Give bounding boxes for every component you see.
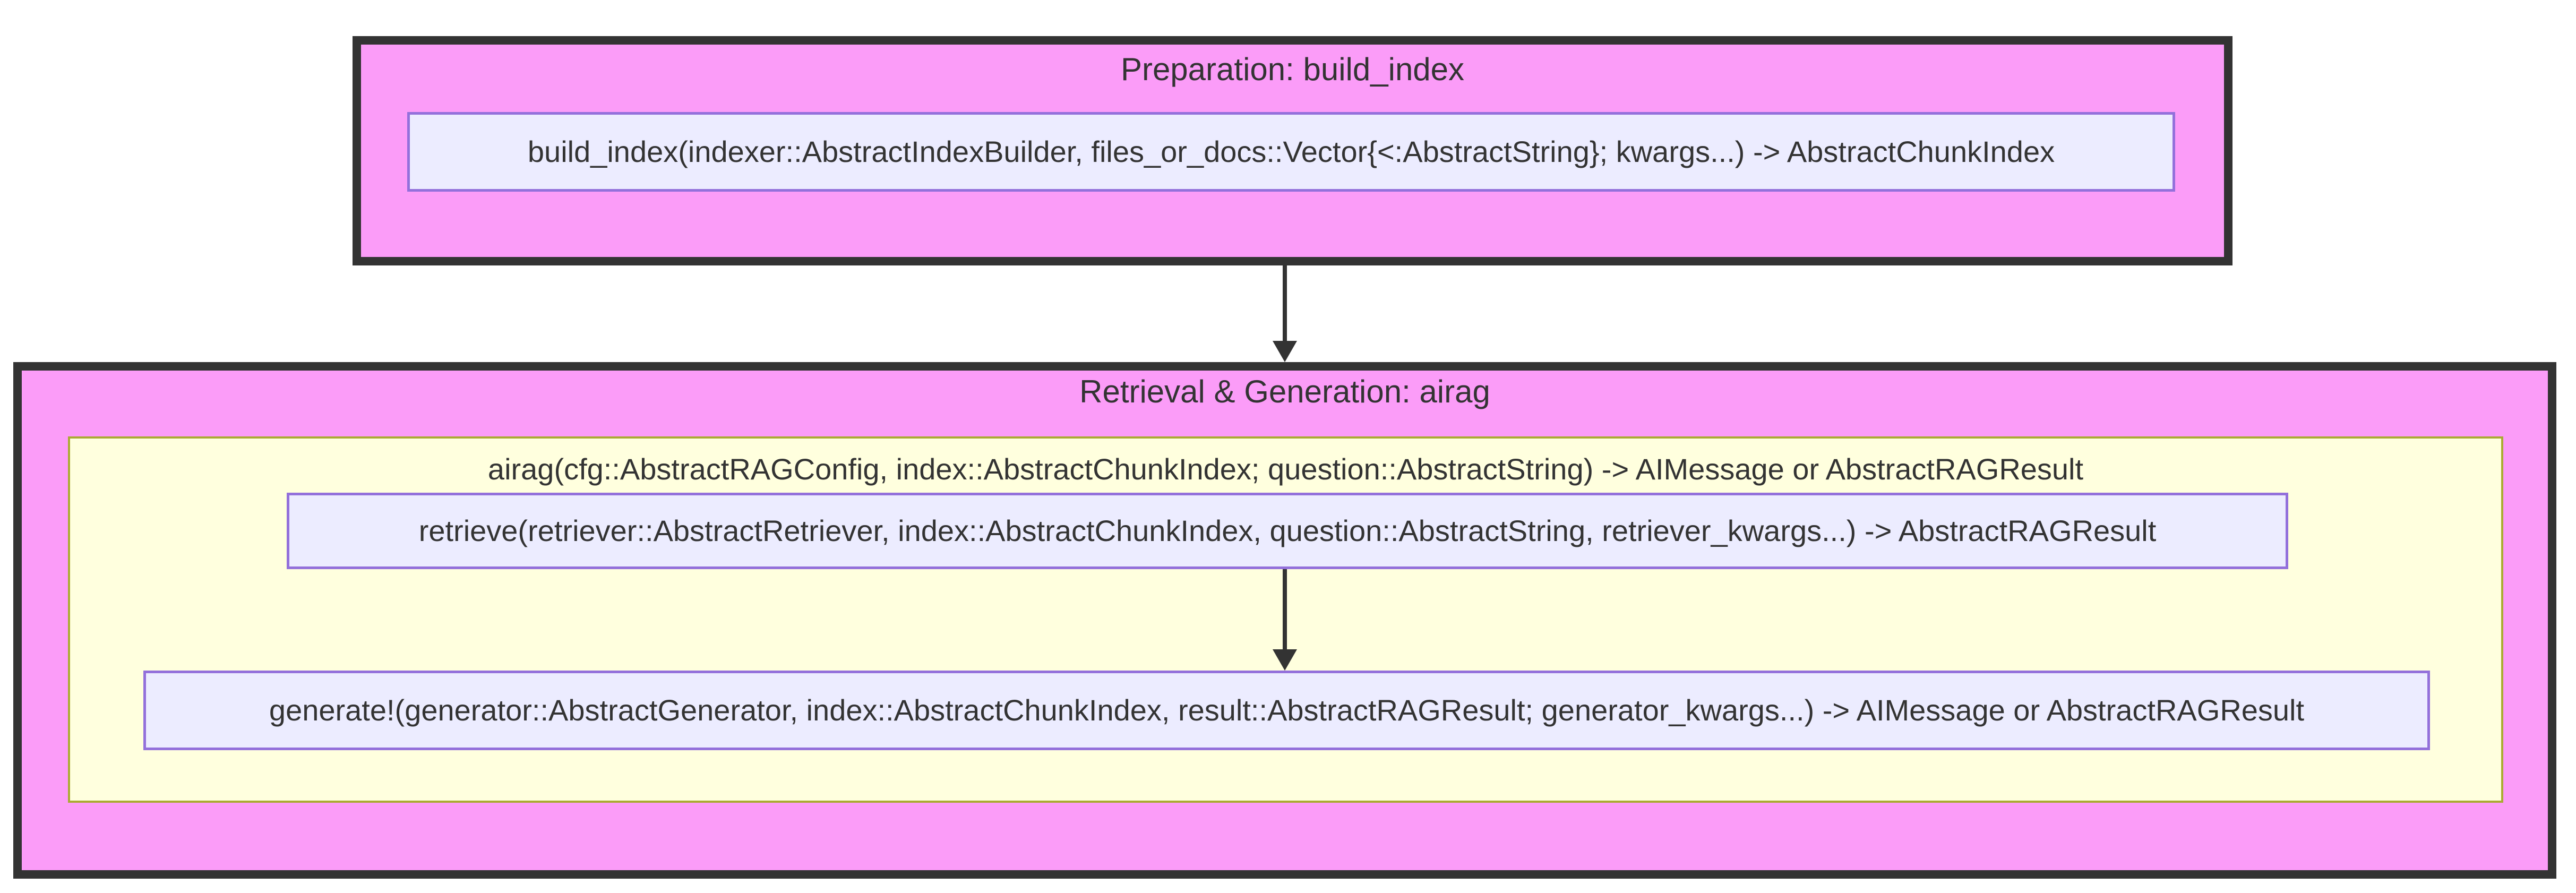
arrow-down-head-icon (1273, 649, 1297, 671)
retrieve-node-label: retrieve(retriever::AbstractRetriever, i… (418, 514, 2157, 548)
preparation-cluster: Preparation: build_index build_index(ind… (353, 36, 2232, 265)
generate-node-label: generate!(generator::AbstractGenerator, … (269, 693, 2305, 727)
airag-subgraph-label: airag(cfg::AbstractRAGConfig, index::Abs… (487, 452, 2084, 486)
arrow-down-line (1283, 569, 1287, 649)
retrieve-node: retrieve(retriever::AbstractRetriever, i… (287, 493, 2288, 569)
retrieval-generation-cluster: Retrieval & Generation: airag airag(cfg:… (13, 362, 2556, 879)
build-index-node-label: build_index(indexer::AbstractIndexBuilde… (527, 135, 2055, 169)
generate-node: generate!(generator::AbstractGenerator, … (143, 671, 2430, 750)
arrow-down-head-icon (1273, 341, 1297, 362)
arrow-down-line (1283, 265, 1287, 341)
preparation-cluster-title: Preparation: build_index (1120, 51, 1465, 87)
airag-subgraph: airag(cfg::AbstractRAGConfig, index::Abs… (68, 436, 2503, 803)
build-index-node: build_index(indexer::AbstractIndexBuilde… (407, 112, 2175, 192)
retrieval-generation-cluster-title: Retrieval & Generation: airag (1079, 374, 1490, 409)
